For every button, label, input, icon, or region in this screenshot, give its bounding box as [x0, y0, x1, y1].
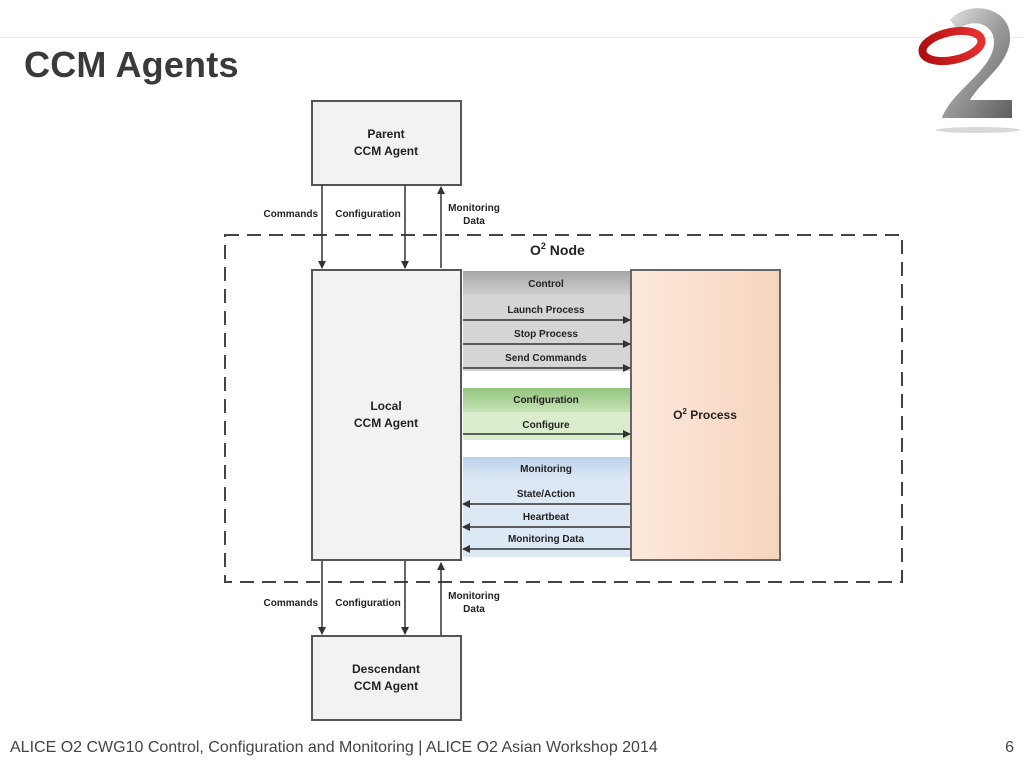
launch-process-label: Launch Process [507, 305, 585, 316]
o2-node-label: O2 Node [530, 241, 585, 258]
bottom-configuration-label: Configuration [335, 598, 401, 609]
top-configuration-label: Configuration [335, 209, 401, 220]
local-agent-line1: Local [370, 399, 401, 413]
parent-agent-box [311, 100, 462, 186]
o2-process-label: O2 Process [673, 407, 737, 422]
state-action-label: State/Action [517, 489, 575, 500]
send-commands-label: Send Commands [505, 353, 587, 364]
control-header [463, 271, 630, 295]
parent-agent-line1: Parent [367, 127, 404, 141]
title-rule [0, 37, 1024, 38]
slide-footer: ALICE O2 CWG10 Control, Configuration an… [10, 739, 658, 756]
descendant-agent-line1: Descendant [352, 662, 420, 676]
top-monitoring-label-1: Monitoring [448, 203, 500, 214]
monitoring-header [463, 457, 630, 481]
bottom-commands-label: Commands [264, 598, 319, 609]
control-header-label: Control [528, 279, 564, 290]
configure-label: Configure [522, 420, 570, 431]
stop-process-label: Stop Process [514, 329, 578, 340]
local-agent-line2: CCM Agent [354, 416, 418, 430]
bottom-monitoring-label-1: Monitoring [448, 591, 500, 602]
descendant-agent-box [311, 635, 462, 721]
page-number: 6 [1005, 739, 1014, 756]
top-monitoring-label-2: Data [463, 216, 485, 227]
o2-process-box [630, 269, 781, 561]
heartbeat-label: Heartbeat [523, 512, 570, 523]
slide-title: CCM Agents [24, 44, 239, 85]
o2-logo [918, 8, 1020, 133]
monitoring-data-label: Monitoring Data [508, 534, 585, 545]
top-commands-label: Commands [264, 209, 319, 220]
configuration-header-label: Configuration [513, 395, 579, 406]
local-agent-box [311, 269, 462, 561]
descendant-agent-line2: CCM Agent [354, 679, 418, 693]
bottom-monitoring-label-2: Data [463, 604, 485, 615]
monitoring-header-label: Monitoring [520, 464, 572, 475]
configuration-header [463, 388, 630, 412]
o2-node-boundary [224, 234, 903, 583]
parent-agent-line2: CCM Agent [354, 144, 418, 158]
